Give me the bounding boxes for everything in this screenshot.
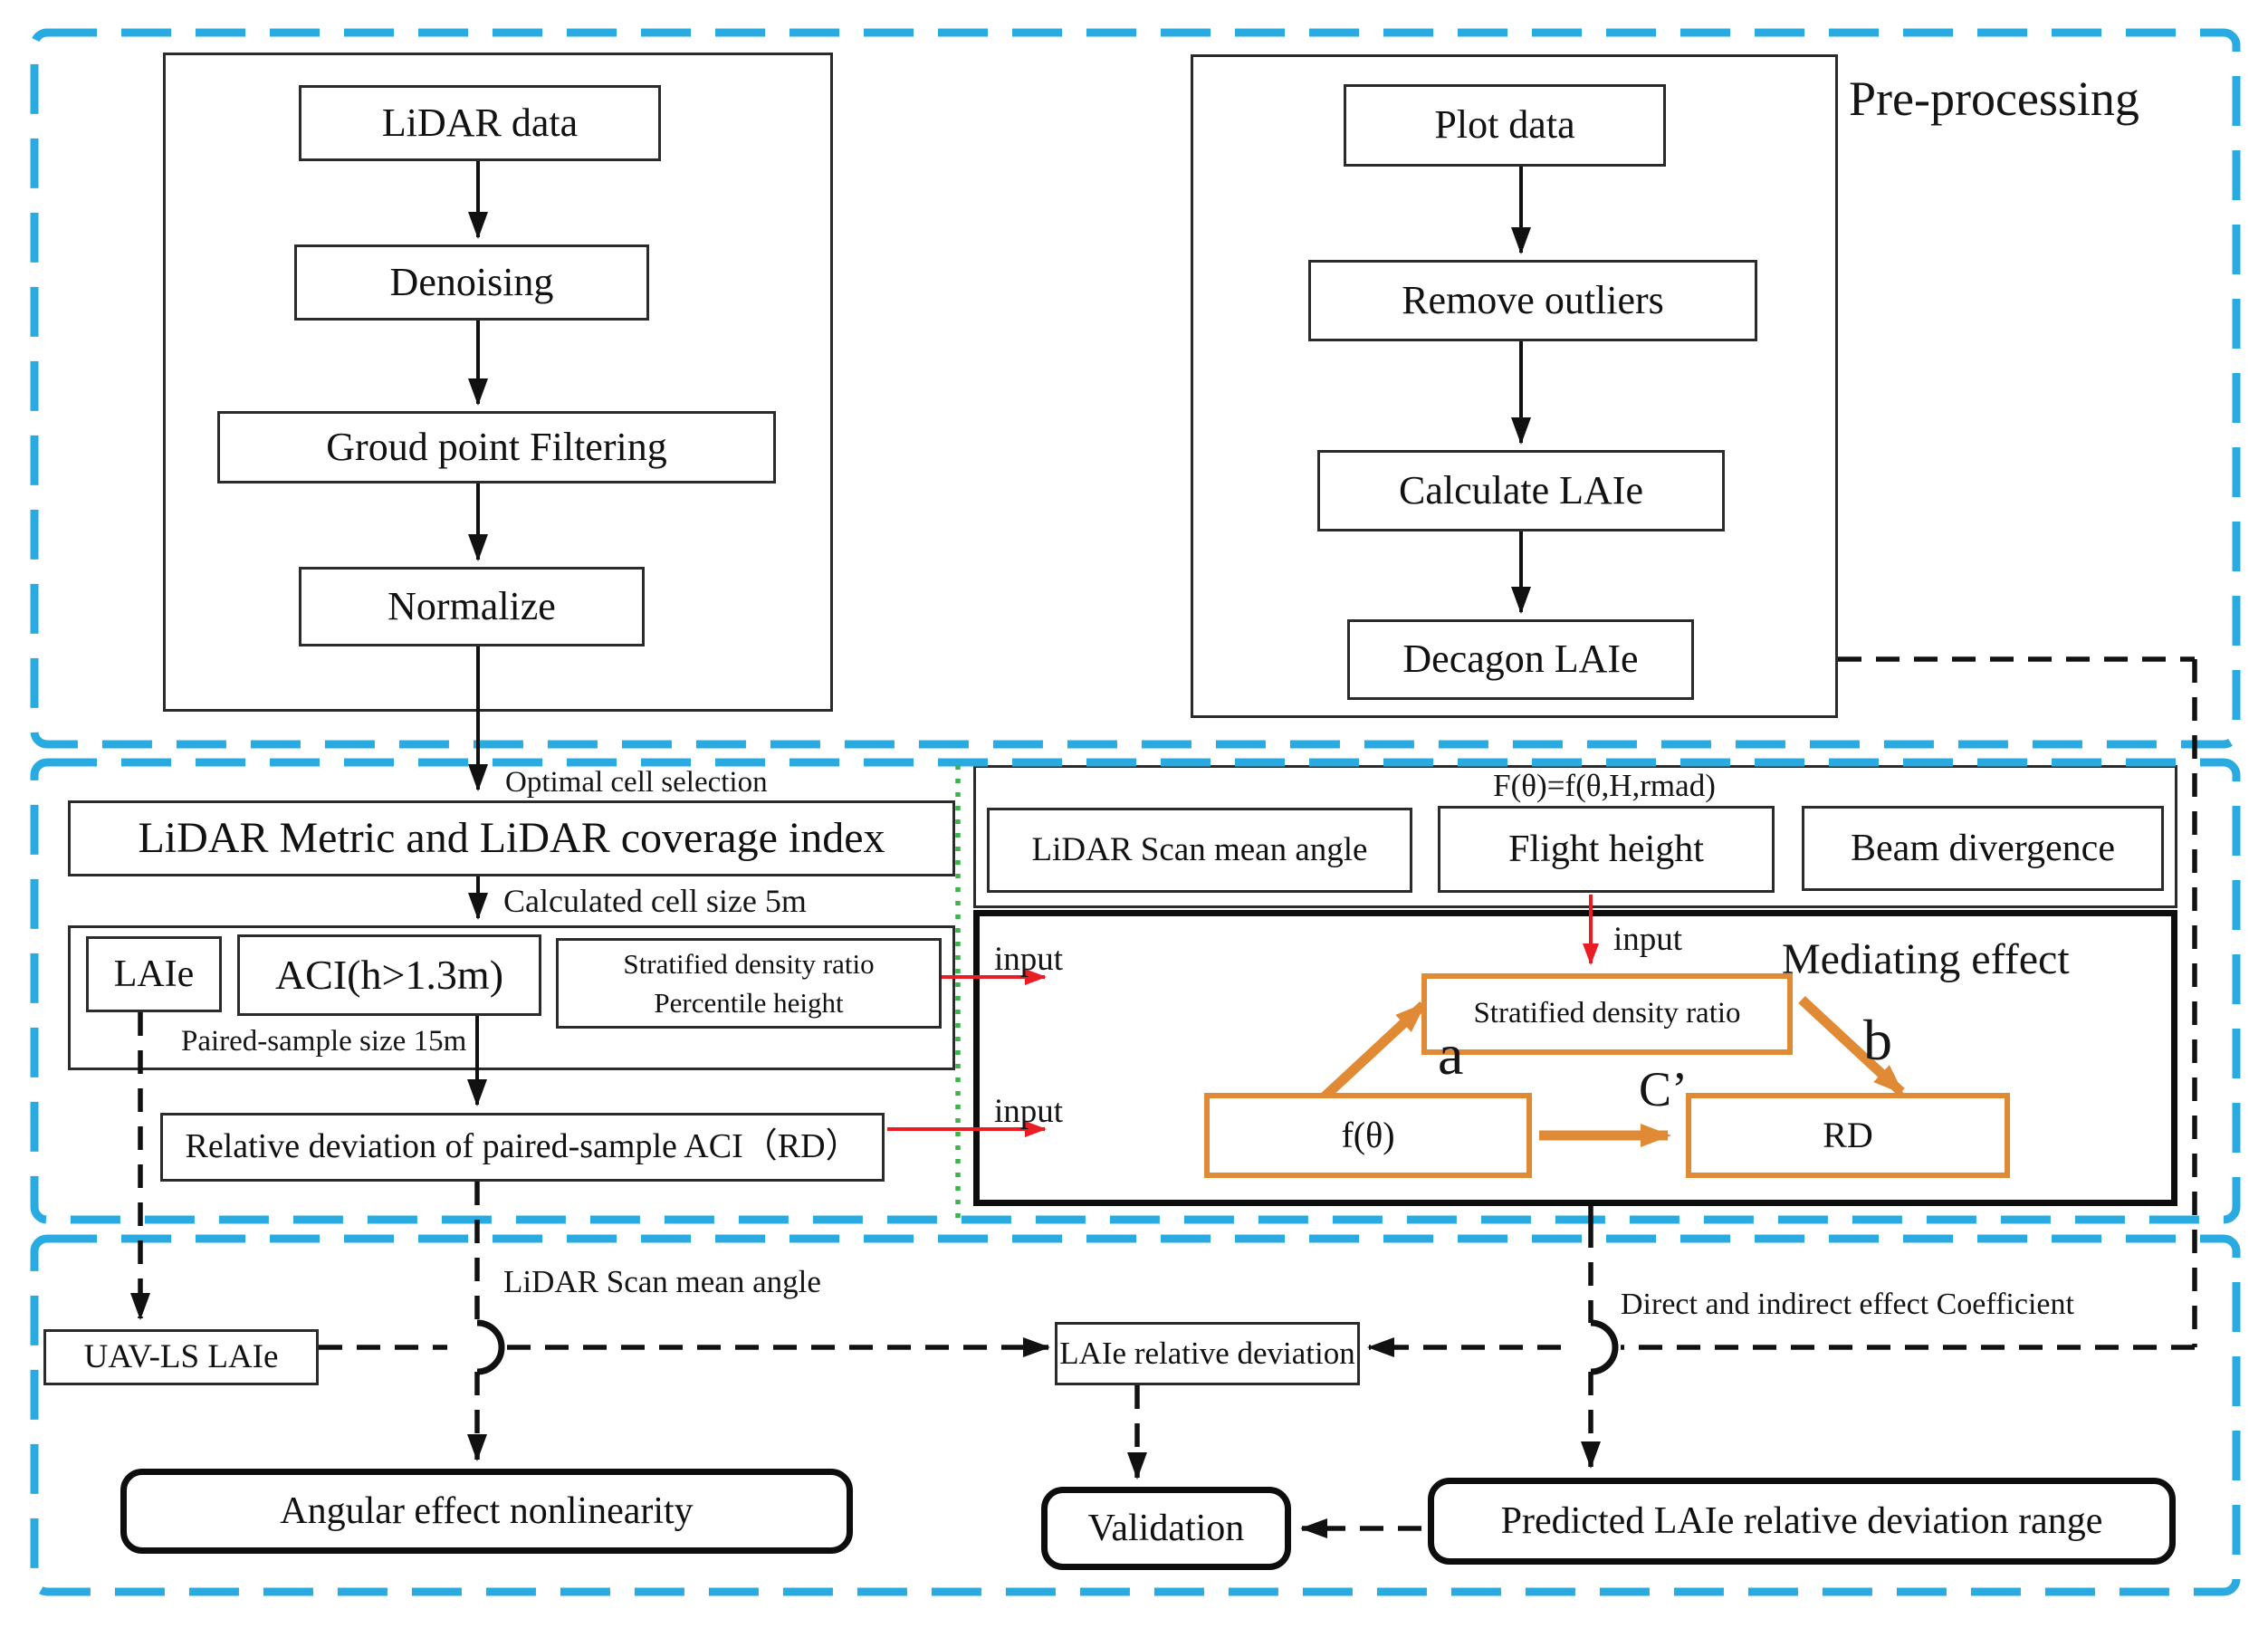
analysis-frame xyxy=(30,758,2241,1224)
coefficient-flow-label: Direct and indirect effect Coefficient xyxy=(1621,1288,2074,1321)
path-c-label: C’ xyxy=(1639,1062,1688,1116)
path-b-arrow xyxy=(1798,995,1905,1097)
path-a-label: a xyxy=(1438,1022,1464,1087)
f-theta-formula: F(θ)=f(θ,H,rmad) xyxy=(1493,768,1716,803)
flow-box-lidar-data: LiDAR data xyxy=(299,85,661,161)
angular-effect-box: Angular effect nonlinearity xyxy=(120,1469,853,1554)
mediator-rd-box: RD xyxy=(1686,1093,2010,1178)
flight-height-box: Flight height xyxy=(1438,806,1775,893)
flow-box-normalize: Normalize xyxy=(299,567,645,646)
optimal-cell-label: Optimal cell selection xyxy=(505,766,768,799)
paired-sample-label: Paired-sample size 15m xyxy=(181,1025,467,1058)
stratified-line1: Stratified density ratio xyxy=(623,947,875,980)
preprocessing-frame xyxy=(30,28,2241,749)
beam-divergence-box: Beam divergence xyxy=(1802,806,2164,891)
jump-arc-right xyxy=(1590,1319,1619,1375)
mediating-effect-title: Mediating effect xyxy=(1782,935,2070,983)
flow-box-ground-filtering: Groud point Filtering xyxy=(217,411,776,484)
uav-ls-laie-box: UAV-LS LAIe xyxy=(43,1329,319,1385)
mediation-arrows xyxy=(1320,995,1905,1147)
path-a-arrow xyxy=(1320,1001,1427,1102)
results-frame xyxy=(30,1234,2241,1596)
aci-box: ACI(h>1.3m) xyxy=(237,934,541,1016)
left-flow-arrows xyxy=(467,161,488,1106)
flow-box-remove-outliers: Remove outliers xyxy=(1308,260,1757,341)
flow-box-calculate-laie: Calculate LAIe xyxy=(1317,450,1725,531)
lidar-metric-box: LiDAR Metric and LiDAR coverage index xyxy=(68,800,955,876)
input-arrows xyxy=(887,895,1599,1137)
preprocessing-title: Pre-processing xyxy=(1849,72,2139,126)
scan-angle-flow-label: LiDAR Scan mean angle xyxy=(503,1264,821,1299)
metric-group-container xyxy=(68,925,955,1070)
scan-mean-angle-box: LiDAR Scan mean angle xyxy=(987,808,1412,893)
jump-arc-left xyxy=(476,1319,505,1375)
plot-flow-container xyxy=(1191,54,1838,718)
stratified-percentile-box: Stratified density ratio Percentile heig… xyxy=(556,938,942,1029)
input-label-stratified: input xyxy=(994,941,1064,978)
laie-box: LAIe xyxy=(86,936,222,1012)
flow-box-decagon-laie: Decagon LAIe xyxy=(1347,619,1694,700)
dashed-connectors xyxy=(130,656,2197,1538)
laie-relative-deviation-box: LAIe relative deviation xyxy=(1055,1322,1360,1385)
path-b-label: b xyxy=(1863,1008,1892,1072)
section-frames xyxy=(30,28,2241,1596)
flow-box-plot-data: Plot data xyxy=(1344,84,1666,167)
flow-box-denoising: Denoising xyxy=(294,244,649,321)
predicted-range-box: Predicted LAIe relative deviation range xyxy=(1428,1478,2176,1565)
validation-box: Validation xyxy=(1041,1487,1291,1570)
cell-size-label: Calculated cell size 5m xyxy=(503,883,807,919)
mediator-ftheta-box: f(θ) xyxy=(1204,1093,1532,1178)
input-label-rd: input xyxy=(994,1093,1064,1130)
stratified-line2: Percentile height xyxy=(654,987,844,1019)
relative-deviation-box: Relative deviation of paired-sample ACI（… xyxy=(160,1113,885,1182)
lidar-flow-container xyxy=(163,53,833,712)
mediator-stratified-box: Stratified density ratio xyxy=(1421,973,1793,1055)
input-label-flight: input xyxy=(1613,921,1683,958)
mediating-effect-container xyxy=(973,910,2177,1206)
line-jumps xyxy=(476,1206,1619,1375)
